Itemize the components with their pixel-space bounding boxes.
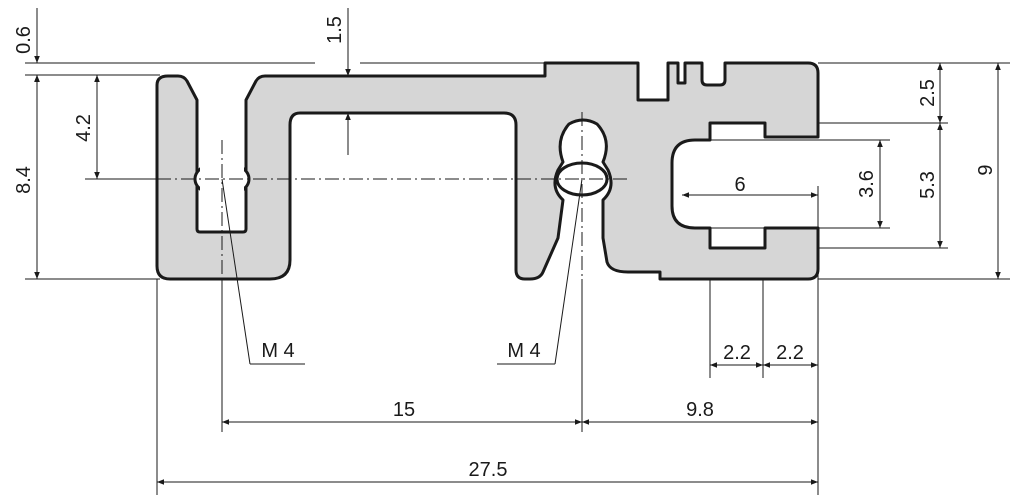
dim-step-width-a: 2.2 (723, 342, 751, 364)
dim-slot-opening: 3.6 (856, 170, 878, 198)
dimension-labels: 0.6 8.4 4.2 1.5 2.5 5.3 9 3.6 6 2.2 2.2 … (13, 16, 997, 481)
dim-total-height-right: 9 (975, 164, 997, 175)
dim-pitch: 15 (393, 399, 415, 421)
dim-slot-depth: 6 (734, 174, 745, 196)
center-lines (85, 112, 630, 300)
dim-web-thickness: 1.5 (324, 16, 346, 44)
dim-step-width-b: 2.2 (776, 342, 804, 364)
dim-slot-center-height: 4.2 (73, 114, 95, 142)
dim-right-top-offset: 2.5 (917, 79, 939, 107)
dim-total-height-left: 8.4 (13, 166, 35, 194)
dimension-lines (34, 8, 1001, 485)
dim-overall-width: 27.5 (469, 459, 508, 481)
profile-cross-section (155, 61, 820, 281)
dim-right-slot-span: 5.3 (917, 171, 939, 199)
dim-thread-to-edge: 9.8 (686, 399, 714, 421)
thread-label-middle: M 4 (507, 340, 540, 362)
dim-top-thickness: 0.6 (13, 26, 35, 54)
thread-label-left: M 4 (261, 340, 294, 362)
